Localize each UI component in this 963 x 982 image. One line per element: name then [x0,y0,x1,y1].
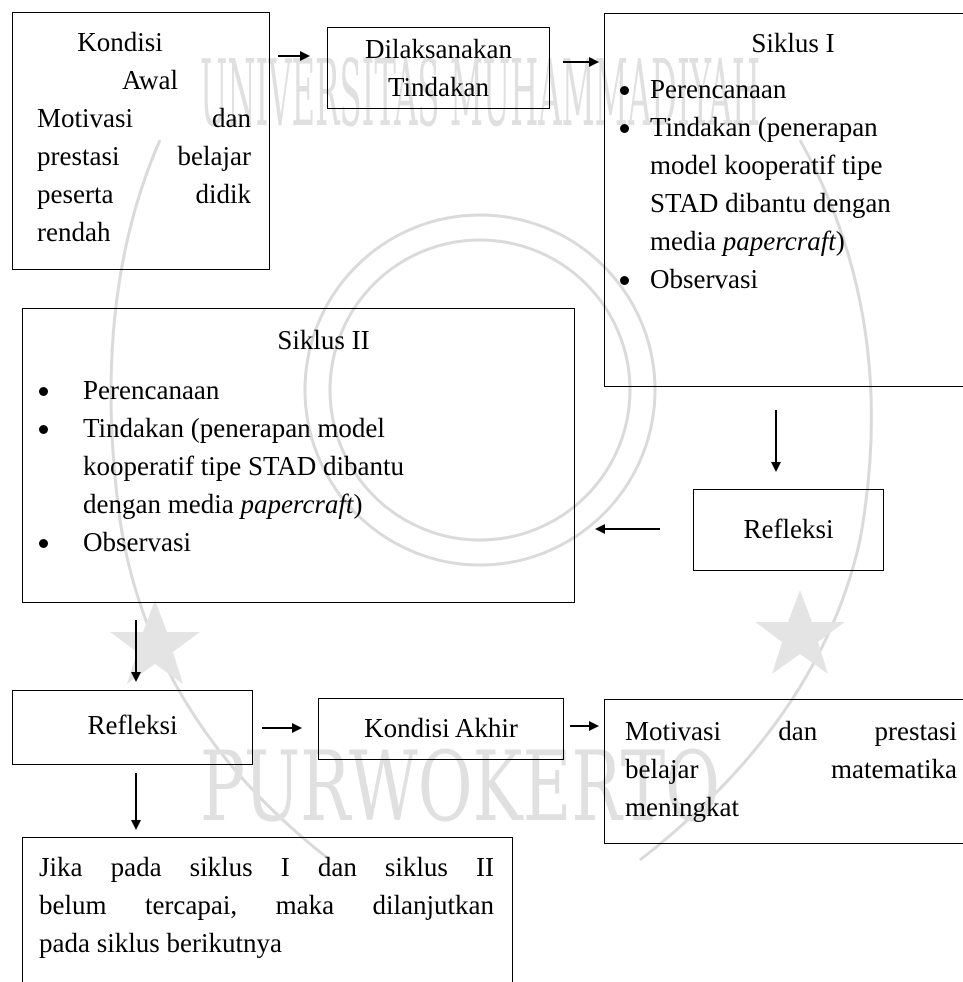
dilaksanakan-line-1: Dilaksanakan [365,34,512,64]
hasil-line-1: Motivasi dan prestasi [625,716,957,746]
kondisi-awal-title-2: Awal [121,65,178,95]
kondisi-awal-line-3: peserta didik [37,179,251,209]
bullet-icon [39,539,48,548]
bullet-icon [620,124,629,133]
box-lanjut: Jika pada siklus I dan siklus II belum t… [22,837,513,982]
hasil-line-2: belajar matematika [625,754,957,784]
lanjut-line-2: belum tercapai, maka dilanjutkan [39,890,494,920]
box-kondisi-akhir: Kondisi Akhir [318,698,564,760]
siklus-1-title: Siklus I [751,28,835,58]
bullet-icon [620,86,629,95]
kondisi-awal-line-4: rendah [37,217,111,247]
refleksi-2-label: Refleksi [87,710,178,740]
siklus-1-item-tindakan-line-1: Tindakan (penerapan [650,112,878,142]
siklus-2-item-tindakan-line-3: dengan media papercraft) [83,489,363,519]
kondisi-akhir-label: Kondisi Akhir [364,713,518,743]
dilaksanakan-line-2: Tindakan [387,72,489,102]
box-refleksi-1: Refleksi [693,489,884,571]
bullet-icon [620,276,629,285]
box-kondisi-awal: Kondisi Awal Motivasi dan prestasi belaj… [12,12,270,270]
siklus-2-item-tindakan-line-2: kooperatif tipe STAD dibantu [83,451,405,481]
siklus-2-item-observasi: Observasi [83,527,191,557]
siklus-1-item-observasi: Observasi [650,264,758,294]
kondisi-awal-line-2: prestasi belajar [37,141,251,171]
siklus-1-item-tindakan-line-3: STAD dibantu dengan [650,188,891,218]
kondisi-awal-line-1: Motivasi dan [37,103,251,133]
refleksi-1-label: Refleksi [743,514,834,544]
box-siklus-2: Siklus II Perencanaan Tindakan (penerapa… [22,308,575,603]
kondisi-awal-title-1: Kondisi [77,27,163,57]
bullet-icon [39,387,48,396]
siklus-2-item-perencanaan: Perencanaan [83,375,220,405]
box-dilaksanakan-tindakan: Dilaksanakan Tindakan [327,27,550,109]
hasil-line-3: meningkat [625,792,739,822]
siklus-1-item-perencanaan: Perencanaan [650,74,787,104]
siklus-1-item-tindakan-line-2: model kooperatif tipe [650,150,883,180]
bullet-icon [39,425,48,434]
siklus-2-item-tindakan-line-1: Tindakan (penerapan model [83,413,385,443]
siklus-1-item-tindakan-line-4: media papercraft) [650,226,845,256]
box-hasil: Motivasi dan prestasi belajar matematika… [604,699,963,844]
siklus-2-title: Siklus II [277,325,370,355]
box-refleksi-2: Refleksi [12,690,253,765]
box-siklus-1: Siklus I Perencanaan Tindakan (penerapan… [604,13,963,387]
lanjut-line-1: Jika pada siklus I dan siklus II [39,852,494,882]
lanjut-line-3: pada siklus berikutnya [39,928,282,958]
